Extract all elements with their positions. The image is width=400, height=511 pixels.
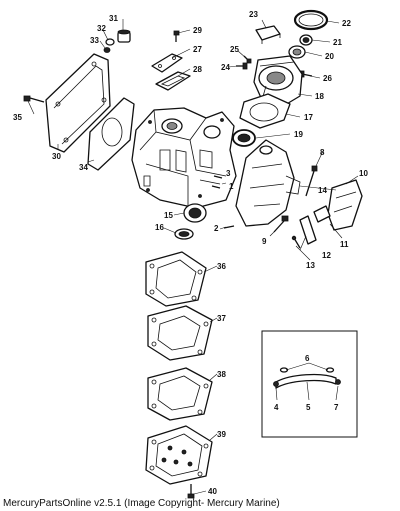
- callout-labels: 1 2 3 4 5 6 7 8 9 10 11 12 13 14 15 16 1…: [13, 10, 368, 496]
- callout-23: 23: [249, 10, 258, 19]
- part-38-gasket: [147, 367, 213, 421]
- callout-34: 34: [79, 163, 88, 172]
- callout-3: 3: [226, 169, 231, 178]
- part-28-gasket: [155, 71, 191, 91]
- part-24-screw: [236, 62, 248, 70]
- callout-35: 35: [13, 113, 22, 122]
- callout-22: 22: [342, 19, 351, 28]
- callout-40: 40: [208, 487, 217, 496]
- callout-13: 13: [306, 261, 315, 270]
- part-20-seal: [288, 45, 306, 59]
- callout-15: 15: [164, 211, 173, 220]
- part-35-bolt: [23, 95, 45, 103]
- part-2-screw: [223, 225, 235, 229]
- part-11-gasket: [313, 205, 331, 223]
- part-37-plate: [147, 305, 213, 361]
- leader-lines: [27, 19, 359, 495]
- part-34-gasket: [87, 97, 135, 171]
- part-21-bushing: [299, 34, 313, 46]
- callout-24: 24: [221, 63, 230, 72]
- callout-6: 6: [305, 354, 310, 363]
- callout-33: 33: [90, 36, 99, 45]
- callout-29: 29: [193, 26, 202, 35]
- callout-21: 21: [333, 38, 342, 47]
- callout-8: 8: [320, 148, 325, 157]
- part-39-bottom-cover: [145, 425, 213, 485]
- callout-1: 1: [229, 182, 234, 191]
- part-27-cover-plate: [151, 53, 183, 73]
- part-17-gasket: [239, 93, 291, 129]
- callout-5: 5: [306, 403, 311, 412]
- callout-32: 32: [97, 24, 106, 33]
- part-16-seal: [174, 228, 194, 240]
- callout-18: 18: [315, 92, 324, 101]
- callout-14: 14: [318, 186, 327, 195]
- inset-detail-box: [261, 330, 358, 438]
- callout-39: 39: [217, 430, 226, 439]
- part-31-fitting: [117, 29, 131, 43]
- callout-12: 12: [322, 251, 331, 260]
- callout-16: 16: [155, 223, 164, 232]
- part-22-o-ring: [293, 9, 329, 31]
- part-33-washer: [103, 47, 111, 53]
- part-3-pins: [211, 175, 223, 189]
- copyright-footer: MercuryPartsOnline v2.5.1 (Image Copyrig…: [3, 498, 280, 509]
- part-36-gasket: [145, 251, 207, 307]
- callout-2: 2: [214, 224, 219, 233]
- callout-27: 27: [193, 45, 202, 54]
- part-12-reed: [299, 215, 317, 245]
- callout-17: 17: [304, 113, 313, 122]
- callout-38: 38: [217, 370, 226, 379]
- callout-28: 28: [193, 65, 202, 74]
- callout-26: 26: [323, 74, 332, 83]
- part-23-cap: [255, 25, 281, 44]
- part-30-exhaust-cover: [45, 53, 111, 153]
- callout-7: 7: [334, 403, 339, 412]
- callout-37: 37: [217, 314, 226, 323]
- callout-31: 31: [109, 14, 118, 23]
- callout-30: 30: [52, 152, 61, 161]
- callout-25: 25: [230, 45, 239, 54]
- part-19-seal-ring: [232, 129, 256, 147]
- part-8-bolt: [305, 165, 318, 197]
- part-13-screw: [291, 235, 301, 249]
- callout-19: 19: [294, 130, 303, 139]
- callout-11: 11: [340, 240, 349, 249]
- part-14-crankcase-cover: [235, 139, 301, 227]
- part-40-screw: [187, 484, 195, 499]
- callout-10: 10: [359, 169, 368, 178]
- part-1-cylinder-block: [131, 107, 237, 209]
- part-10-reed-block: [327, 179, 363, 231]
- callout-36: 36: [217, 262, 226, 271]
- part-15-bearing: [183, 203, 207, 223]
- callout-20: 20: [325, 52, 334, 61]
- callout-9: 9: [262, 237, 267, 246]
- callout-4: 4: [274, 403, 279, 412]
- part-32-washer: [105, 38, 115, 46]
